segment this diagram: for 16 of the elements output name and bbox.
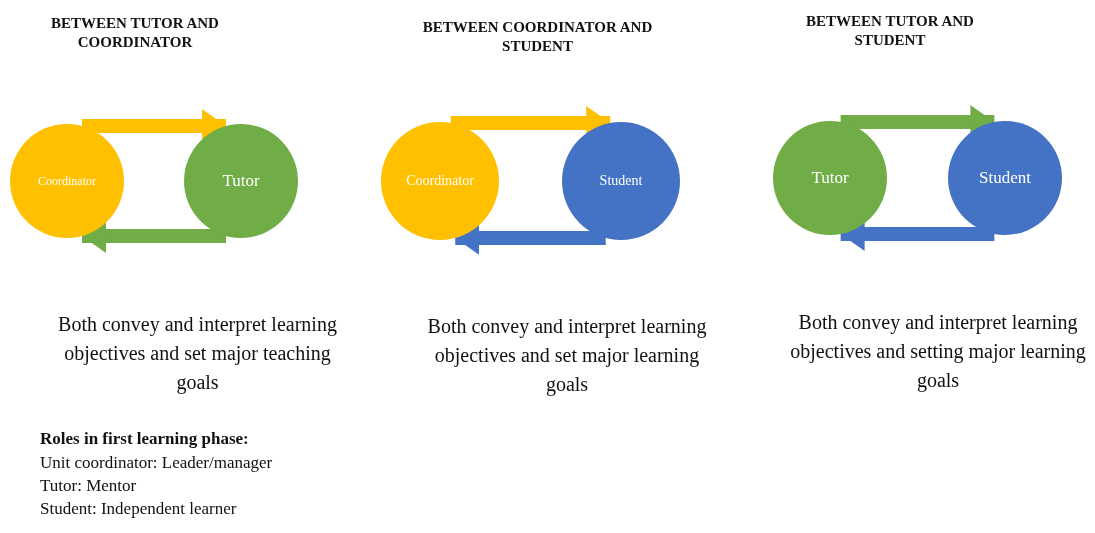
section-heading: BETWEEN TUTOR AND STUDENT [805,12,975,50]
node-label: Tutor [222,171,260,191]
section-heading: BETWEEN TUTOR AND COORDINATOR [50,14,220,52]
node-label: Coordinator [406,173,474,189]
description-text: Both convey and interpret learning objectives and set major learning goals [426,314,708,398]
node-label: Student [599,173,643,189]
role-text: Unit coordinator: Leader/manager [40,452,273,474]
section-heading: BETWEEN COORDINATOR AND STUDENT [421,18,654,56]
description-text: Both convey and interpret learning objectives and setting major learning goals [789,310,1087,394]
role-text: Student: Independent learner [40,498,237,520]
node-label: Tutor [811,168,849,188]
roles-heading: Roles in first learning phase: [40,428,249,450]
node-label: Student [979,168,1031,188]
node-label: Coordinator [38,173,96,189]
description-text: Both convey and interpret learning objectives and set major teaching goals [57,312,338,396]
role-text: Tutor: Mentor [40,475,137,497]
